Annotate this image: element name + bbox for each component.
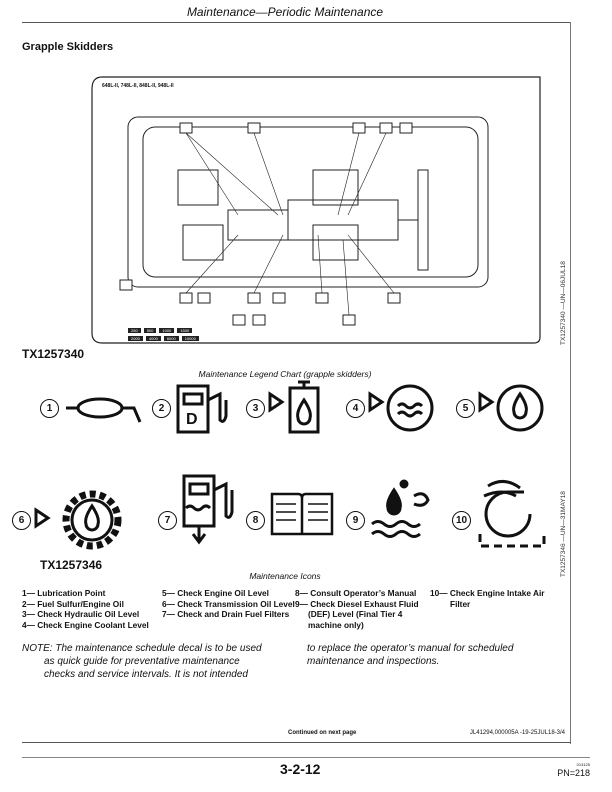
def-icon xyxy=(371,479,430,538)
icon-number: 3 xyxy=(246,399,265,418)
icon-number: 6 xyxy=(12,511,31,530)
side-id-2: TX1257346 —UN—31MAY18 xyxy=(560,491,567,577)
right-rule xyxy=(570,22,571,744)
section-title: Grapple Skidders xyxy=(22,41,114,53)
doc-id: JL41294,000005A -19-25JUL18-3/4 xyxy=(469,730,565,736)
page-number: 3-2-12 xyxy=(280,761,321,777)
figure-id-1: TX1257340 xyxy=(22,347,85,361)
page-header: Maintenance—Periodic Maintenance xyxy=(186,5,384,19)
icon-number: 10 xyxy=(452,511,471,530)
icon-number: 9 xyxy=(346,511,365,530)
icon-number: 2 xyxy=(152,399,171,418)
side-id-1: TX1257340 —UN—06JUL18 xyxy=(560,261,567,345)
icon-number: 7 xyxy=(158,511,177,530)
fuel-pump-icon: D xyxy=(176,384,228,434)
hydraulic-oil-icon xyxy=(268,380,320,434)
icon-number: 4 xyxy=(346,399,365,418)
figure-id-2: TX1257346 xyxy=(40,558,103,572)
icon-number: 1 xyxy=(40,399,59,418)
maintenance-icons-caption: Maintenance Icons xyxy=(249,571,321,581)
air-filter-icon xyxy=(478,480,546,548)
header-rule xyxy=(22,22,570,23)
legend-chart-caption: Maintenance Legend Chart (grapple skidde… xyxy=(198,369,372,379)
engine-coolant-icon xyxy=(368,384,434,432)
icon-number: 5 xyxy=(456,399,475,418)
svg-text:D: D xyxy=(186,411,198,428)
transmission-oil-icon xyxy=(34,490,122,550)
grease-gun-icon xyxy=(66,397,142,423)
small-code: 013125 xyxy=(576,762,590,767)
engine-oil-icon xyxy=(478,384,544,432)
icon-number: 8 xyxy=(246,511,265,530)
continued-label: Continued on next page xyxy=(288,730,357,736)
model-list: 648L-II, 748L-II, 848L-II, 948L-II xyxy=(102,83,174,89)
fuel-filter-icon xyxy=(182,474,234,545)
manual-icon xyxy=(270,492,334,536)
footer-rule xyxy=(22,742,571,743)
pn-label: PN=218 xyxy=(557,768,590,778)
note-right: to replace the operator’s manual for sch… xyxy=(307,643,514,667)
page-rule xyxy=(22,757,590,758)
note-left: NOTE: The maintenance schedule decal is … xyxy=(22,643,262,680)
